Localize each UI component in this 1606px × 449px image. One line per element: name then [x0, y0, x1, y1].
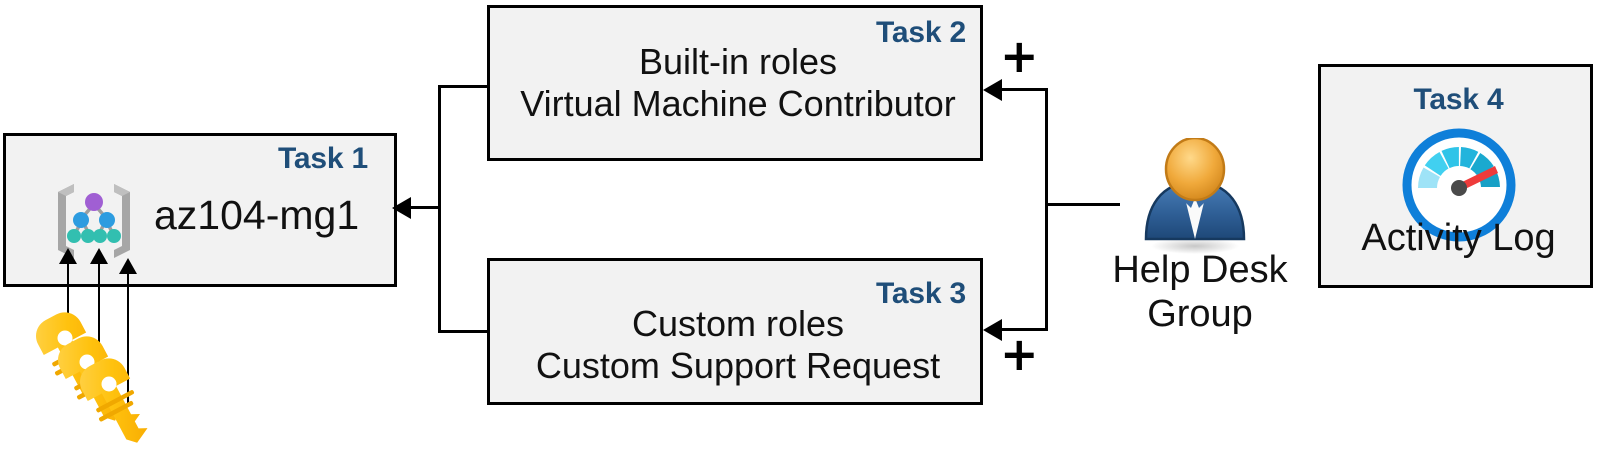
task-3-line-1: Custom roles: [631, 303, 845, 344]
task-2-text: Built-in roles Virtual Machine Contribut…: [490, 41, 986, 126]
key-line-3: [127, 272, 129, 407]
help-desk-caption-line-2: Group: [1147, 293, 1253, 336]
connector-vertical-trunk: [438, 85, 441, 333]
management-group-icon: [48, 178, 140, 269]
keys-icon: [30, 310, 150, 449]
task-3-box[interactable]: Task 3 Custom roles Custom Support Reque…: [487, 258, 983, 405]
user-group-icon: [1130, 136, 1260, 261]
task-3-line-2: Custom Support Request: [535, 345, 941, 387]
gauge-icon: [1399, 125, 1519, 250]
connector-to-task3: [1000, 328, 1048, 331]
arrow-into-task1: [392, 197, 411, 219]
key-line-1: [67, 262, 69, 352]
task-1-text: az104-mg1: [154, 192, 360, 238]
task-4-caption: Activity Log: [1361, 217, 1556, 259]
task-2-line-1: Built-in roles: [638, 41, 838, 82]
connector-task3-to-trunk: [438, 330, 490, 333]
help-desk-caption: Help Desk Group: [1080, 248, 1320, 336]
plus-sign-task2: +: [1000, 29, 1039, 83]
connector-right-trunk: [1045, 88, 1048, 331]
task-2-line-2: Virtual Machine Contributor: [520, 83, 956, 125]
connector-to-task2: [1000, 88, 1048, 91]
help-desk-caption-line-1: Help Desk: [1112, 249, 1288, 291]
task-2-label: Task 2: [876, 16, 966, 49]
connector-helpdesk-stub: [1045, 203, 1120, 206]
task-4-box[interactable]: Task 4 Activity Log: [1318, 64, 1593, 288]
connector-trunk-to-task1: [408, 206, 441, 209]
arrow-into-task2: [983, 79, 1002, 101]
task-4-label: Task 4: [1413, 83, 1504, 116]
task-3-text: Custom roles Custom Support Request: [490, 303, 986, 388]
arrow-into-task3: [983, 319, 1002, 341]
task-3-label: Task 3: [876, 277, 966, 310]
plus-sign-task3: +: [1000, 327, 1039, 381]
connector-task2-to-trunk: [438, 85, 490, 88]
task-2-box[interactable]: Task 2 Built-in roles Virtual Machine Co…: [487, 5, 983, 161]
arrow-up-2: [90, 248, 108, 264]
arrow-up-3: [119, 258, 137, 274]
task-1-label: Task 1: [278, 142, 368, 175]
key-line-2: [98, 262, 100, 380]
arrow-up-1: [59, 248, 77, 264]
